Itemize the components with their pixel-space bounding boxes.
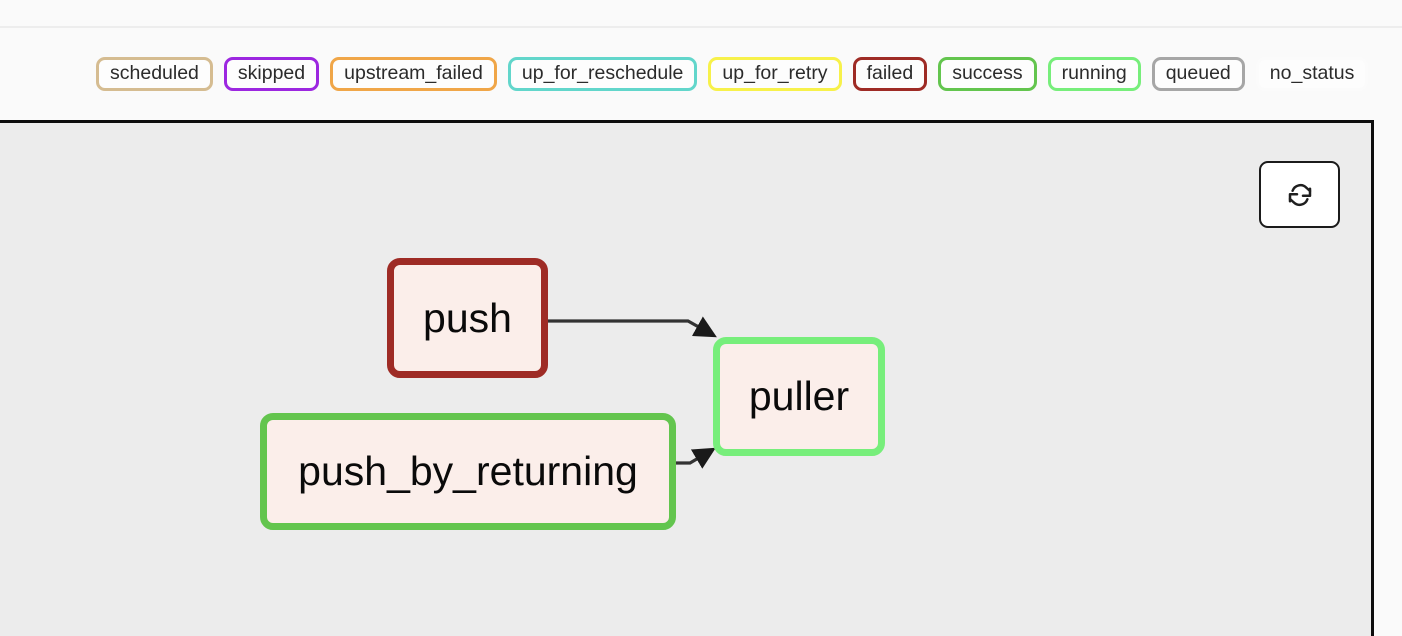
graph-node-push-by-returning[interactable]: push_by_returning	[260, 413, 676, 530]
legend-item-failed[interactable]: failed	[852, 57, 928, 91]
graph-node-push-label: push	[423, 294, 512, 341]
edge-push-to-puller	[548, 316, 717, 338]
edge-push-by-returning-to-puller	[676, 447, 716, 469]
graph-node-push-by-returning-label: push_by_returning	[298, 448, 638, 494]
refresh-icon	[1285, 180, 1315, 210]
graph-node-puller[interactable]: puller	[713, 337, 885, 456]
legend-item-no-status[interactable]: no_status	[1255, 57, 1369, 91]
panel-right-gutter	[1374, 120, 1402, 636]
header-divider	[0, 26, 1402, 28]
legend-item-skipped[interactable]: skipped	[223, 57, 320, 91]
refresh-button[interactable]	[1259, 161, 1340, 228]
legend-item-up-for-reschedule[interactable]: up_for_reschedule	[507, 57, 698, 91]
legend-item-upstream-failed[interactable]: upstream_failed	[330, 57, 497, 91]
graph-edges	[548, 316, 717, 469]
graph-canvas[interactable]: push push_by_returning puller	[0, 120, 1374, 636]
task-status-legend: scheduled skipped upstream_failed up_for…	[0, 28, 1402, 120]
legend-item-running[interactable]: running	[1047, 57, 1141, 91]
legend-item-success[interactable]: success	[938, 57, 1037, 91]
legend-item-up-for-retry[interactable]: up_for_retry	[708, 57, 842, 91]
legend-item-queued[interactable]: queued	[1151, 57, 1245, 91]
legend-item-scheduled[interactable]: scheduled	[96, 57, 213, 91]
graph-node-push[interactable]: push	[387, 258, 548, 378]
graph-node-puller-label: puller	[748, 373, 850, 419]
